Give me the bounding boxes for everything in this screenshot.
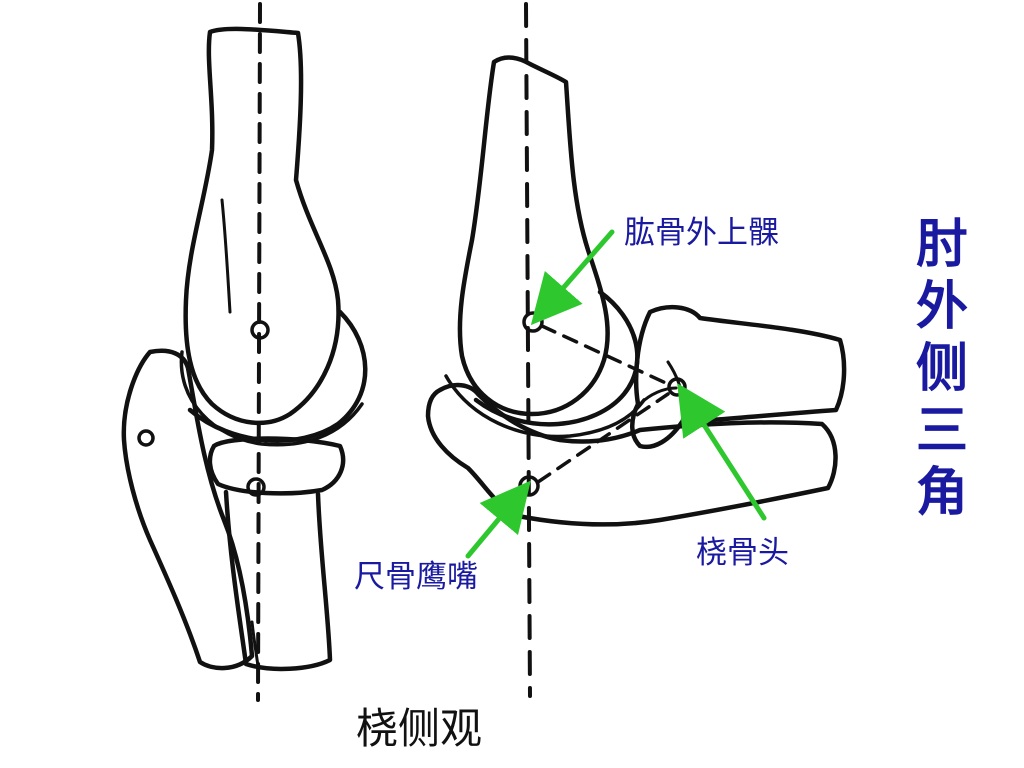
label-olecranon: 尺骨鹰嘴 bbox=[354, 559, 478, 595]
left-trochlea-arc bbox=[187, 309, 368, 443]
left-radius-shaft bbox=[223, 489, 333, 672]
left-trochlea-arc-outer bbox=[179, 350, 364, 447]
side-title-char: 角 bbox=[915, 463, 968, 523]
side-title-char: 外 bbox=[915, 277, 968, 337]
triangle-side-top bbox=[540, 324, 670, 386]
arrow-to-radial-head bbox=[677, 383, 767, 521]
triangle-side-bottom bbox=[536, 392, 670, 484]
arrow-to-epicondyle bbox=[530, 229, 615, 326]
label-radial-head: 桡骨头 bbox=[696, 535, 789, 571]
right-axis-dashed bbox=[524, 2, 532, 698]
label-lateral-epicondyle: 肱骨外上髁 bbox=[624, 215, 779, 251]
side-title: 肘 外 侧 三 角 bbox=[914, 214, 970, 524]
right-radius-head-line bbox=[638, 386, 678, 406]
left-ulna-landmark bbox=[137, 429, 155, 447]
right-humerus bbox=[457, 55, 610, 417]
right-capitulum-arc bbox=[473, 289, 640, 427]
left-radial-landmark bbox=[246, 477, 266, 497]
arrow-to-olecranon bbox=[465, 480, 531, 559]
left-ulna bbox=[121, 348, 255, 671]
right-elbow-figure bbox=[425, 55, 847, 527]
left-axis-dashed bbox=[256, 2, 262, 702]
right-radius bbox=[630, 304, 847, 450]
left-elbow-figure bbox=[121, 26, 368, 672]
left-humerus bbox=[183, 26, 341, 426]
right-ulna bbox=[425, 382, 838, 527]
right-capitulum-arc-outer bbox=[444, 374, 646, 439]
side-title-char: 三 bbox=[915, 401, 968, 461]
left-radius-head bbox=[207, 436, 346, 496]
side-title-char: 肘 bbox=[915, 215, 968, 275]
figure-caption: 桡侧观 bbox=[356, 704, 483, 753]
left-humerus-contour bbox=[220, 198, 232, 314]
side-title-char: 侧 bbox=[915, 339, 968, 399]
